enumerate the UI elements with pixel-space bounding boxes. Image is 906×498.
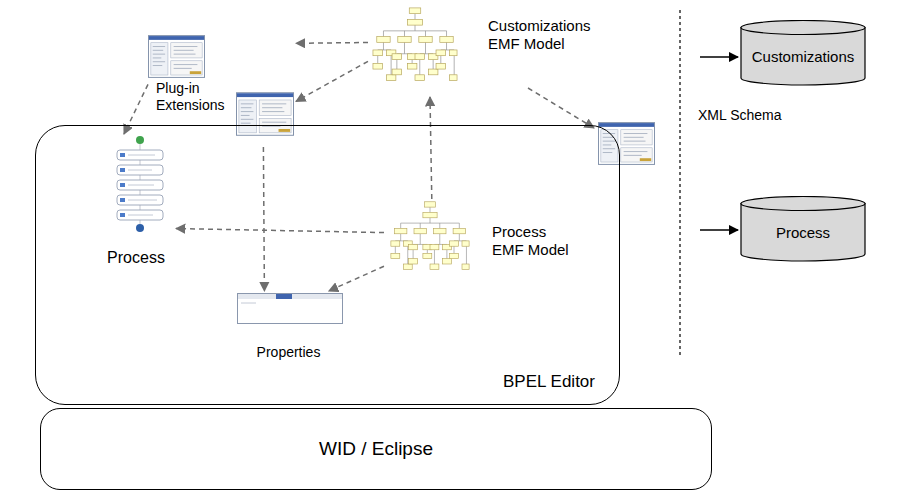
editor-box: BPEL Editor ProcessProperties Process EMF … — [35, 125, 620, 405]
node-label: BPEL Editor — [503, 372, 595, 392]
dependency-arrow — [124, 84, 148, 134]
process-view: Process — [96, 134, 176, 269]
node-label: Properties — [257, 344, 321, 361]
data-store: Process — [740, 196, 866, 262]
dependency-arrow — [296, 42, 368, 44]
node-label: Process — [107, 248, 165, 267]
dependency-arrow — [430, 97, 432, 199]
model-tree: Process EMF Model — [384, 199, 579, 283]
node-label: Customizations EMF Model — [488, 17, 608, 53]
properties-view: Properties — [231, 291, 346, 363]
platform-box: WID / Eclipse — [40, 408, 712, 490]
model-tree: Customizations EMF Model — [368, 3, 612, 97]
node-label: Plug-in Extensions — [156, 80, 232, 114]
node-label: Customizations — [752, 48, 855, 66]
data-store: Customizations — [740, 20, 866, 86]
dependency-arrow — [329, 266, 384, 291]
node-label: Process EMF Model — [492, 223, 579, 259]
node-label: WID / Eclipse — [319, 438, 433, 461]
format-label: XML Schema — [696, 107, 784, 123]
dependency-arrow — [176, 229, 384, 233]
dependency-arrow — [296, 61, 368, 101]
dependency-arrow — [263, 147, 264, 291]
node-label: Process — [776, 224, 830, 242]
extension-group: Plug-in Extensions — [148, 33, 296, 147]
